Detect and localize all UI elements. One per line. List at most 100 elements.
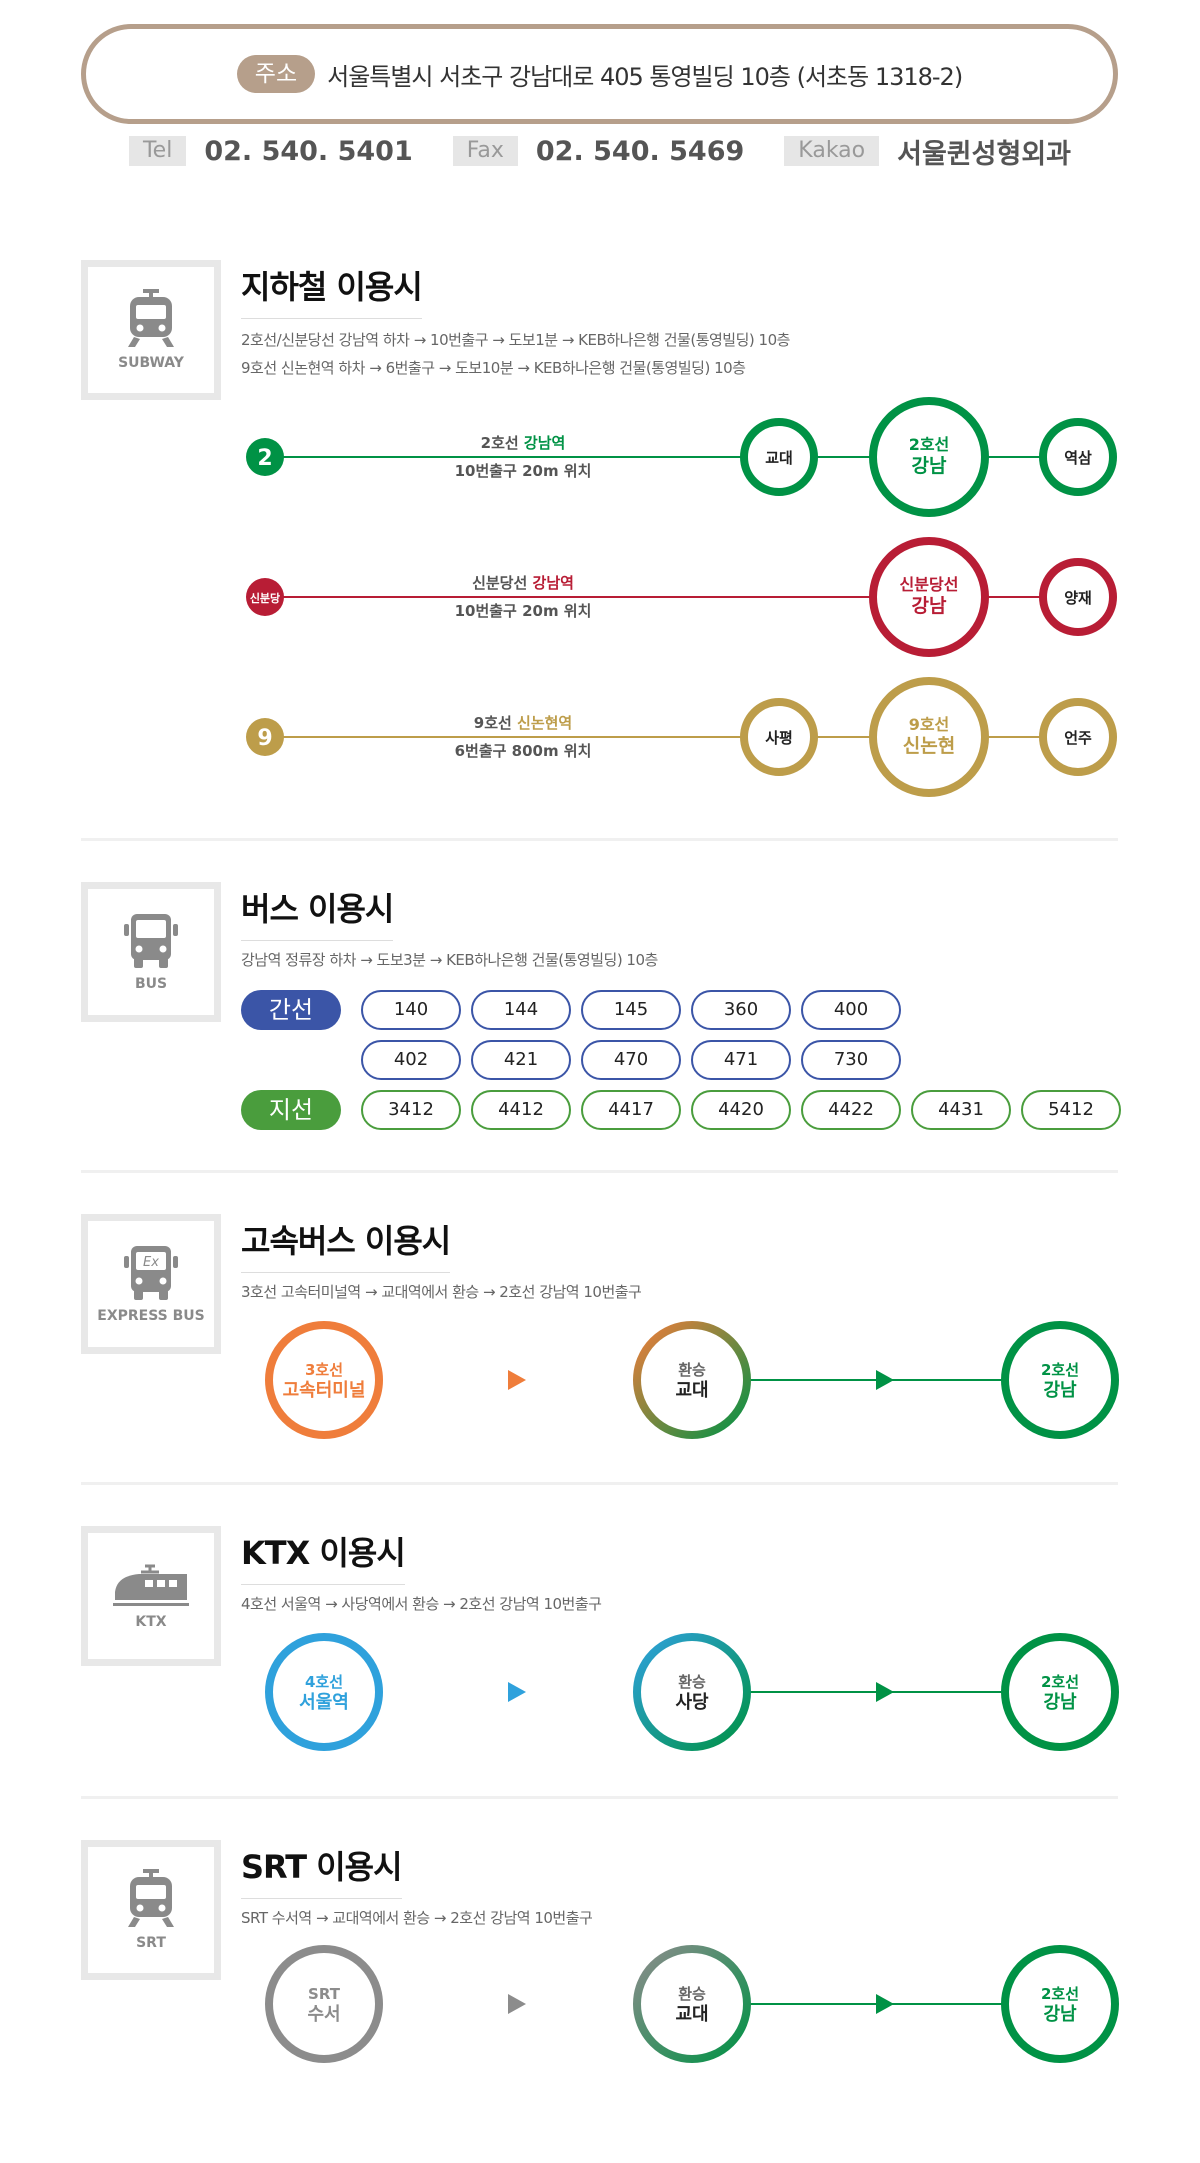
ktx-start-station[interactable] [265,1633,383,1751]
line-2-badge-text: 2 [257,446,272,471]
kakao-item: Kakao 서울퀸성형외과 [784,132,1071,171]
station-eonju[interactable] [1039,698,1117,776]
bus-trunk-471[interactable]: 471 [691,1040,791,1080]
station-yangjae-label: 양재 [1064,589,1092,607]
bus-trunk-470[interactable]: 470 [581,1040,681,1080]
station-gangnam-2-name: 강남 [912,455,947,477]
bus-branch-badge: 지선 [241,1090,341,1130]
express-start-station[interactable] [265,1321,383,1439]
bus-branch-5412[interactable]: 5412 [1021,1090,1121,1130]
express-icon-label: EXPRESS BUS [97,1308,205,1324]
bus-icon-label: BUS [134,976,168,992]
ktx-transfer-station-label: 사당 [675,1692,709,1713]
station-gangnam-2[interactable] [869,397,989,517]
srt-end-station[interactable] [1001,1945,1119,2063]
bus-branch-3412[interactable]: 3412 [361,1090,461,1130]
srt-start-line-label: SRT [308,1985,341,2003]
fax-tag: Fax [452,136,518,166]
station-gyodae-label: 교대 [765,449,793,467]
station-gangnam-sb[interactable] [869,537,989,657]
ktx-arrow-2-icon [876,1682,894,1702]
line-shinbundang-badge-text: 신분당 [250,591,280,605]
srt-train-icon [128,1869,174,1927]
bus-trunk-140[interactable]: 140 [361,990,461,1030]
srt-desc: SRT 수서역 → 교대역에서 환승 → 2호선 강남역 10번출구 [241,1909,593,1927]
kakao-tag: Kakao [784,136,880,166]
bus-icon-box: BUS [81,882,221,1022]
srt-arrow-1-icon [508,1994,526,2014]
divider-1 [81,838,1118,841]
express-end-station-label: 강남 [1043,1380,1077,1401]
bus-trunk-badge: 간선 [241,990,341,1030]
ktx-icon-box: KTX [81,1526,221,1666]
subway-desc-1: 2호선/신분당선 강남역 하차 → 10번출구 → 도보1분 → KEB하나은행… [241,331,790,349]
tel-tag: Tel [128,136,187,166]
kakao-value[interactable]: 서울퀸성형외과 [897,138,1072,170]
bus-trunk-145[interactable]: 145 [581,990,681,1030]
srt-start-station[interactable] [265,1945,383,2063]
station-sinnonhyeon[interactable] [869,677,989,797]
bus-branch-4420[interactable]: 4420 [691,1090,791,1130]
express-icon-box: Ex EXPRESS BUS [81,1214,221,1354]
srt-icon-box: SRT [81,1840,221,1980]
subway-desc-2: 9호선 신논현역 하차 → 6번출구 → 도보10분 → KEB하나은행 건물(… [241,359,746,377]
ktx-train-icon [113,1564,189,1606]
subway-icon-box: SUBWAY [81,260,221,400]
srt-start-station-label: 수서 [307,2004,340,2025]
bus-trunk-730[interactable]: 730 [801,1040,901,1080]
line-2-route: 2 2호선 강남역 10번출구 20m 위치 교대 2호선 강남 역삼 [246,397,1117,517]
ktx-arrow-1-icon [508,1682,526,1702]
bus-trunk-360[interactable]: 360 [691,990,791,1030]
express-transfer-station[interactable] [633,1321,751,1439]
ktx-end-station-label: 강남 [1043,1692,1077,1713]
line-2-label: 2호선 강남역 [481,434,566,452]
bus-branch-4422[interactable]: 4422 [801,1090,901,1130]
divider-3 [81,1482,1118,1485]
express-end-station[interactable] [1001,1321,1119,1439]
subway-lines: 2 2호선 강남역 10번출구 20m 위치 교대 2호선 강남 역삼 신분당 … [246,397,1117,797]
line-9-badge-text: 9 [257,726,272,751]
srt-title: SRT 이용시 [241,1842,403,1899]
express-arrow-1-icon [508,1370,526,1390]
address-text: 서울특별시 서초구 강남대로 405 통영빌딩 10층 (서초동 1318-2) [327,62,963,91]
divider-2 [81,1170,1118,1173]
line-shinbundang-route: 신분당 신분당선 강남역 10번출구 20m 위치 신분당선 강남 양재 [246,537,1117,657]
station-gangnam-sb-line: 신분당선 [900,575,959,594]
station-sapyeong[interactable] [740,698,818,776]
line-9-route: 9 9호선 신논현역 6번출구 800m 위치 사평 9호선 신논현 언주 [246,677,1117,797]
station-eonju-label: 언주 [1064,729,1092,747]
station-yangjae[interactable] [1039,558,1117,636]
bus-trunk-400[interactable]: 400 [801,990,901,1030]
bus-branch-4431[interactable]: 4431 [911,1090,1011,1130]
station-gangnam-2-line: 2호선 [909,435,950,454]
bus-trunk-402[interactable]: 402 [361,1040,461,1080]
tel-value[interactable]: 02. 540. 5401 [204,135,413,167]
bus-trunk-421[interactable]: 421 [471,1040,571,1080]
subway-title: 지하철 이용시 [241,262,423,319]
subway-icon [128,289,174,347]
bus-desc: 강남역 정류장 하차 → 도보3분 → KEB하나은행 건물(통영빌딩) 10층 [241,951,658,969]
bus-branch-4417[interactable]: 4417 [581,1090,681,1130]
bus-trunk-144[interactable]: 144 [471,990,571,1030]
express-transfer-station-label: 교대 [675,1380,708,1401]
ktx-desc: 4호선 서울역 → 사당역에서 환승 → 2호선 강남역 10번출구 [241,1595,602,1613]
station-gyodae[interactable] [740,418,818,496]
express-start-station-label: 고속터미널 [283,1380,366,1401]
bus-branch-4412[interactable]: 4412 [471,1090,571,1130]
express-icon-text: Ex [143,1255,159,1270]
srt-transfer-station[interactable] [633,1945,751,2063]
srt-transfer-line-label: 환승 [678,1985,706,2003]
station-sinnonhyeon-line: 9호선 [909,715,950,734]
srt-icon-label: SRT [136,1935,166,1951]
line-9-badge [246,718,284,756]
express-arrow-2-icon [876,1370,894,1390]
srt-arrow-2-icon [876,1994,894,2014]
express-title: 고속버스 이용시 [241,1216,451,1273]
fax-value: 02. 540. 5469 [535,135,745,167]
ktx-end-station[interactable] [1001,1633,1119,1751]
line-shinbundang-sublabel: 10번출구 20m 위치 [455,602,592,620]
station-yeoksam[interactable] [1039,418,1117,496]
srt-end-line-label: 2호선 [1041,1985,1079,2003]
ktx-transfer-station[interactable] [633,1633,751,1751]
